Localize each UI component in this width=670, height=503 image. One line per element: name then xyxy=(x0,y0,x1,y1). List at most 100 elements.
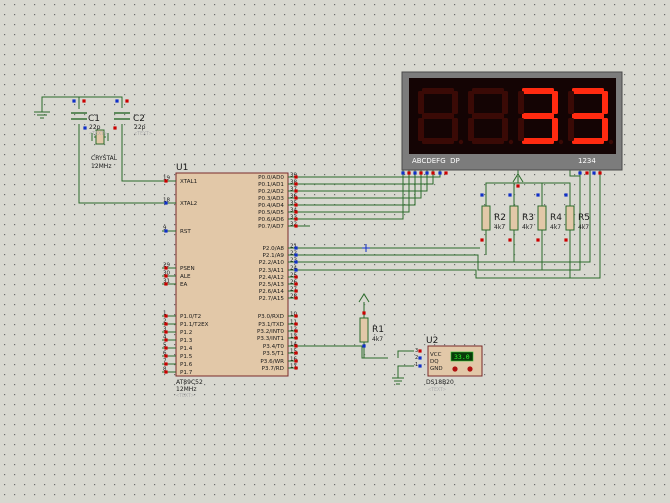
segment-dp xyxy=(608,139,614,145)
pin-state-marker xyxy=(164,229,168,233)
pin-state-marker xyxy=(115,99,119,103)
mcu-pin-name: EA xyxy=(180,282,188,288)
mcu-pin-7[interactable]: 7P1.6 xyxy=(162,359,193,369)
sensor-decrement-button[interactable] xyxy=(452,366,458,372)
mcu-pin-3[interactable]: 3P1.2 xyxy=(162,327,192,337)
mcu-pin-name: P2.4/A12 xyxy=(259,275,284,281)
sensor-ds18b20[interactable]: U2 33.0 VCC DQ GND 3 2 1 DS18B20 <TEXT> xyxy=(415,336,483,393)
mcu-pin-number: 7 xyxy=(163,359,167,365)
crystal-oscillator[interactable]: C1 22p <TEXT> C2 22p <TEXT> CRYSTAL 12MH… xyxy=(71,112,152,170)
resistor-value: 4k7 xyxy=(494,224,505,231)
mcu-pin-2[interactable]: 2P1.1/T2EX xyxy=(162,319,209,329)
segment-d xyxy=(472,138,504,144)
pin-state-marker xyxy=(294,322,298,326)
pin-state-marker xyxy=(294,329,298,333)
wires xyxy=(41,96,601,378)
segment-e xyxy=(568,118,574,141)
display-digit-2 xyxy=(468,88,514,145)
segment-c xyxy=(602,118,608,141)
display-digit-4 xyxy=(568,88,614,145)
wire-junction-probe xyxy=(362,244,370,252)
mcu-pin-name: P3.0/RXD xyxy=(258,314,284,320)
mcu-pin-name: P0.0/AD0 xyxy=(258,175,284,181)
mcu-pin-4[interactable]: 4P1.3 xyxy=(162,335,193,345)
mcu-pin-1[interactable]: 1P1.0/T2 xyxy=(162,311,201,321)
mcu-pin-number: 14 xyxy=(290,342,297,348)
c1-label: C1 xyxy=(88,114,100,124)
pin-state-marker xyxy=(164,274,168,278)
segment-c xyxy=(502,118,508,141)
sensor-lcd xyxy=(450,351,474,362)
pin-state-marker xyxy=(294,366,298,370)
sensor-pin-num-2: 2 xyxy=(415,355,418,361)
sensor-increment-button[interactable] xyxy=(467,366,473,372)
crystal-label: CRYSTAL xyxy=(91,155,118,162)
pin-state-marker xyxy=(480,238,484,242)
segment-b xyxy=(552,91,558,114)
pin-state-marker xyxy=(362,311,366,315)
mcu-pin-number: 1 xyxy=(163,311,167,317)
mcu-pin-number: 38 xyxy=(290,180,297,186)
mcu-pin-number: 31 xyxy=(163,279,170,285)
segment-a xyxy=(422,88,454,94)
mcu-pin-number: 4 xyxy=(163,335,167,341)
mcu-pin-number: 16 xyxy=(290,357,297,363)
segment-e xyxy=(468,118,474,141)
mcu-body[interactable] xyxy=(175,172,289,377)
crystal-frequency: 12MHz xyxy=(91,163,111,170)
mcu-pin-5[interactable]: 5P1.4 xyxy=(162,343,193,353)
mcu-part: AT89C52 xyxy=(176,379,203,386)
segment-g xyxy=(472,113,504,119)
resistor-ref: R4 xyxy=(550,213,562,223)
pin-state-marker xyxy=(564,193,568,197)
mcu-pin-number: 13 xyxy=(290,334,297,340)
pin-state-marker xyxy=(418,364,422,368)
mcu-pin-number: 23 xyxy=(290,258,297,264)
mcu-pin-name: P0.6/AD6 xyxy=(258,217,284,223)
mcu-pin-8[interactable]: 8P1.7 xyxy=(162,367,193,377)
mcu-pin-number: 27 xyxy=(290,287,297,293)
capacitor-c1[interactable] xyxy=(71,112,87,120)
pin-state-marker xyxy=(294,253,298,257)
wire-p0-5 xyxy=(298,170,410,213)
wire-p0-4 xyxy=(298,170,416,206)
mcu-at89c52[interactable]: U1 19XTAL118XTAL29RST29PSEN30ALE31EA1P1.… xyxy=(162,163,298,399)
sensor-pin-dq: DQ xyxy=(430,359,439,365)
seven-segment-display[interactable]: ABCDEFG DP 1234 xyxy=(401,71,623,171)
pin-state-marker xyxy=(113,126,117,130)
mcu-pin-number: 24 xyxy=(290,266,297,272)
pin-state-marker xyxy=(536,238,540,242)
mcu-pin-number: 5 xyxy=(163,343,167,349)
mcu-pin-number: 35 xyxy=(290,201,297,207)
segment-f xyxy=(568,91,574,114)
resistor-value: 4k7 xyxy=(522,224,533,231)
resistor-r1[interactable]: R1 4k7 xyxy=(359,317,384,343)
pin-state-marker xyxy=(83,126,87,130)
mcu-pin-name: P1.5 xyxy=(180,354,193,360)
resistor-value: 4k7 xyxy=(578,224,589,231)
sensor-pin-num-1: 1 xyxy=(415,362,418,368)
mcu-pin-name: ALE xyxy=(180,274,191,280)
segment-e xyxy=(518,118,524,141)
crystal-x1[interactable] xyxy=(91,129,109,145)
wire-c2-xtal1 xyxy=(121,124,172,182)
mcu-pin-number: 39 xyxy=(290,173,297,179)
pin-state-marker xyxy=(508,193,512,197)
capacitor-c2[interactable] xyxy=(114,112,130,120)
pin-state-marker xyxy=(425,171,429,175)
mcu-pin-number: 22 xyxy=(290,251,297,257)
mcu-pin-6[interactable]: 6P1.5 xyxy=(162,351,193,361)
mcu-pin-name: P1.1/T2EX xyxy=(180,322,209,328)
